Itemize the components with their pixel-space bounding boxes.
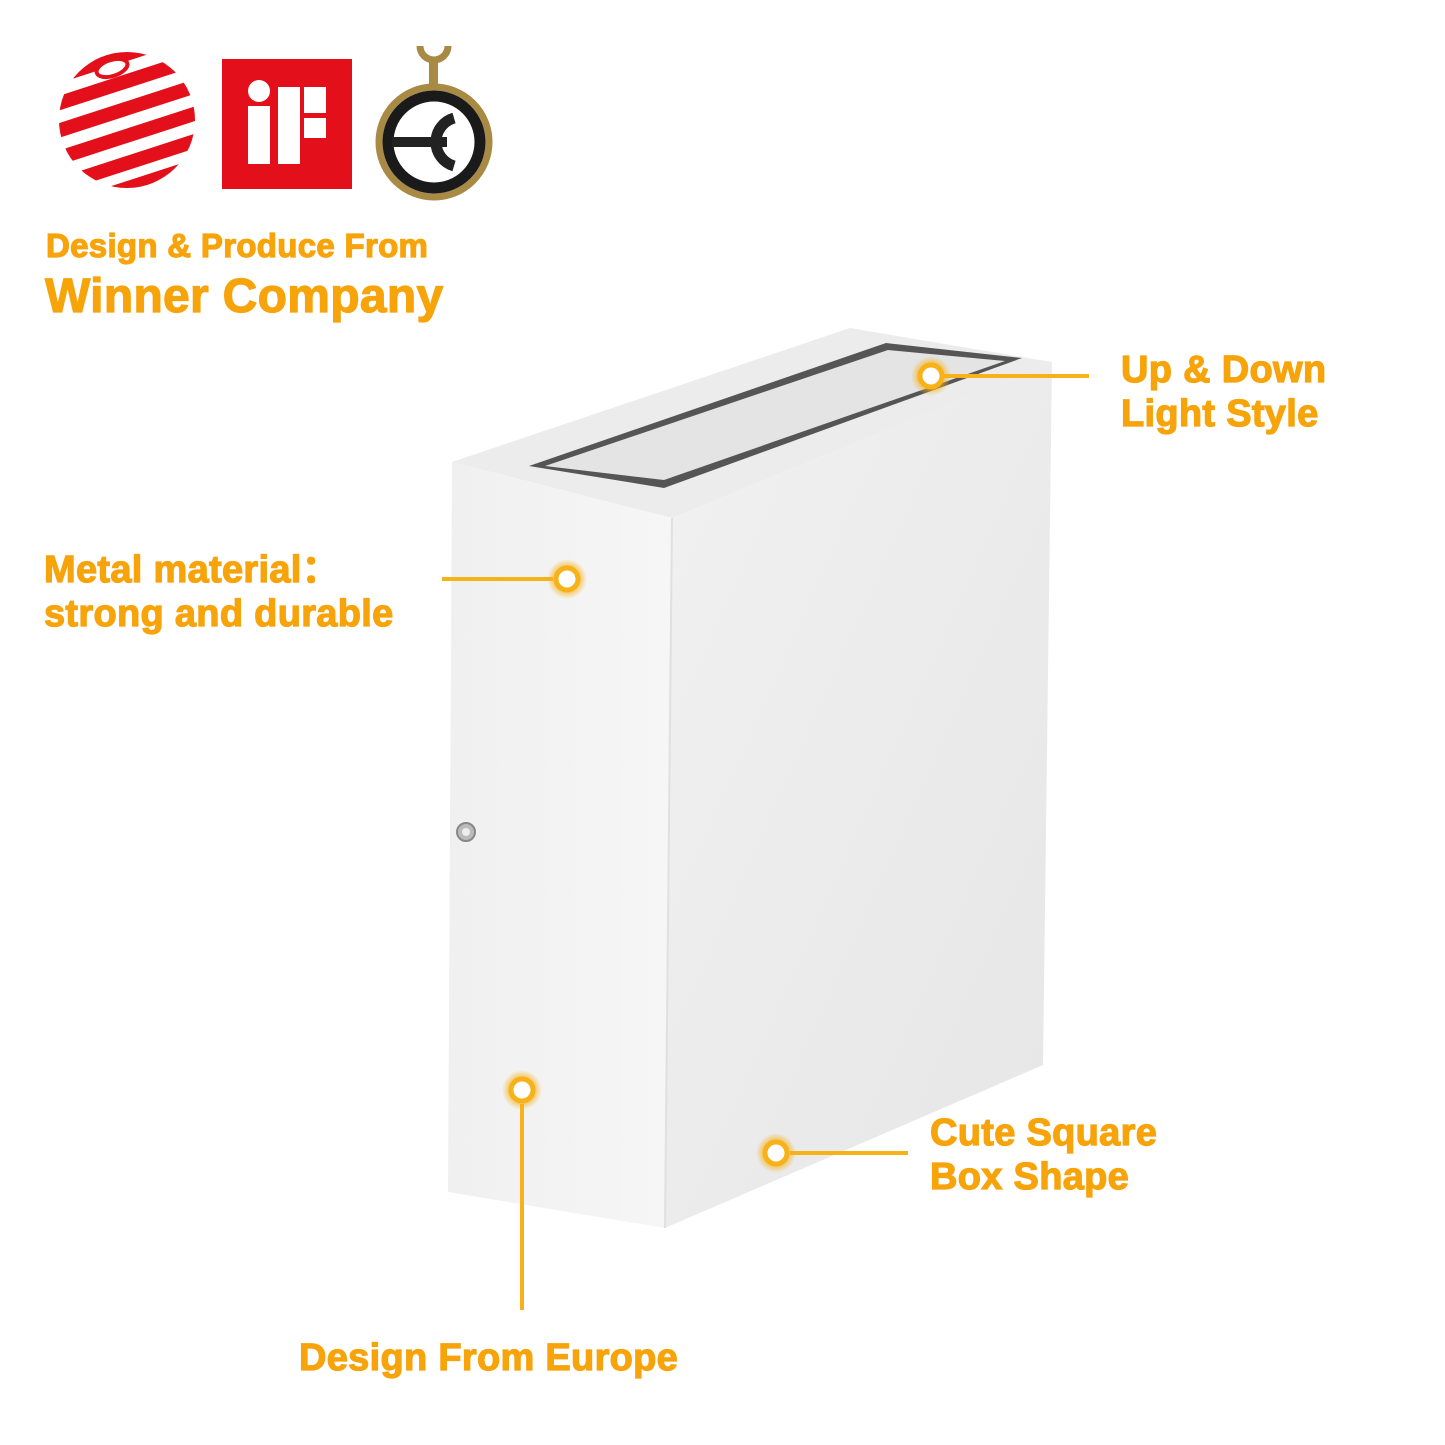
callout-material-line1: Metal material： [43, 548, 340, 591]
callout-markers [442, 374, 1089, 1310]
callout-material-line2: strong and durable [43, 592, 394, 635]
callout-light-style-line2: Light Style [1120, 392, 1319, 435]
callout-shape-line1: Cute Square [929, 1111, 1158, 1154]
german-design-award-logo [375, 45, 493, 201]
headline-line1: Design & Produce From [45, 226, 429, 264]
red-dot-award-logo [59, 52, 195, 188]
callout-light-style-line1: Up & Down [1120, 348, 1327, 391]
callout-dots [502, 356, 951, 1173]
callout-shape-line2: Box Shape [929, 1155, 1130, 1198]
wall-light-box [448, 328, 1052, 1229]
callout-origin: Design From Europe [298, 1336, 679, 1379]
headline-line2: Winner Company [44, 269, 444, 323]
if-design-award-logo [222, 59, 352, 189]
